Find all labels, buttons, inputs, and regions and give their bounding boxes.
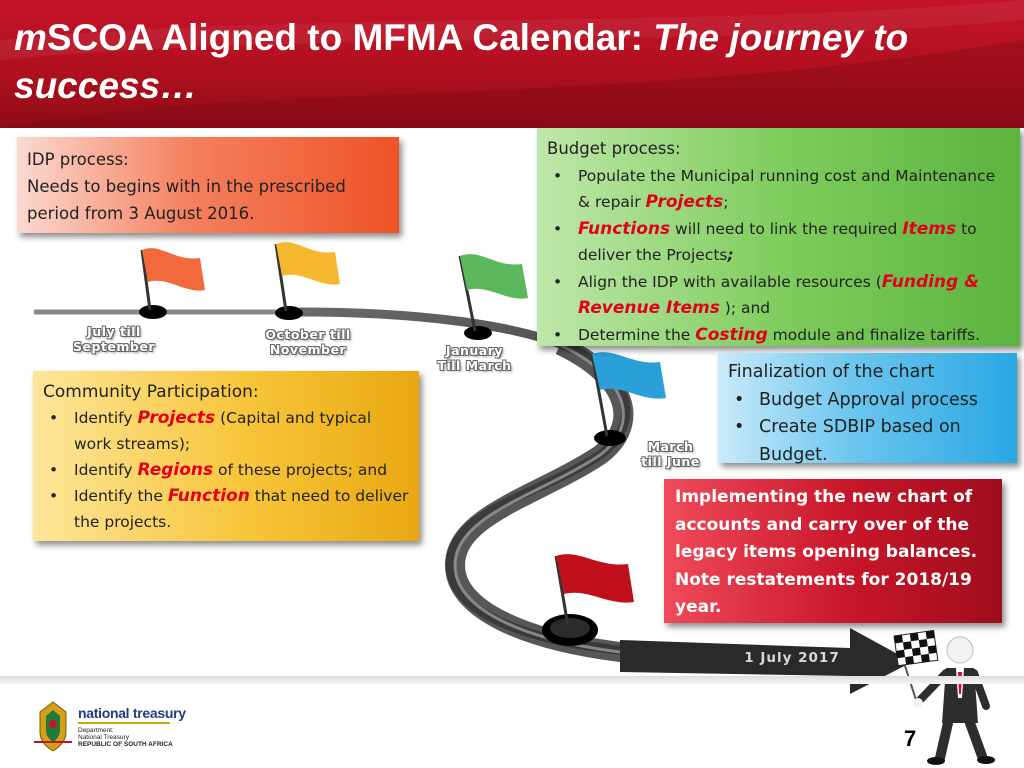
implementing-box: Implementing the new chart of accounts a… (664, 479, 1002, 623)
period-label-october-november: October till November (238, 327, 378, 357)
finalization-title: Finalization of the chart (728, 362, 935, 382)
businessman-checkered-flag (893, 629, 995, 765)
flag-icon (542, 554, 634, 646)
department-name: National Treasury (78, 734, 129, 741)
community-text: Identify (74, 409, 138, 427)
finalization-item: Budget Approval process (728, 387, 1007, 415)
keyword-items: Items (902, 218, 957, 239)
period-line: Till March (437, 358, 512, 373)
flag-icon (590, 352, 666, 446)
budget-text: Determine the (578, 325, 696, 344)
community-title: Community Participation: (43, 382, 259, 402)
finalization-box: Finalization of the chart Budget Approva… (718, 353, 1017, 465)
budget-text: ; (727, 246, 734, 264)
community-text: (Capital and typical work streams); (74, 409, 372, 453)
period-label-march-june: March till June (618, 439, 723, 469)
period-line: January (445, 343, 504, 358)
community-text: of these projects; and (213, 461, 388, 479)
budget-item: Determine the Costing module and finaliz… (547, 322, 1010, 349)
idp-line: Needs to begins with in the prescribed (27, 177, 346, 196)
flag-icon (274, 242, 340, 320)
period-line: October till (265, 327, 351, 342)
budget-text: ; (723, 193, 729, 211)
page-number: 7 (904, 726, 917, 751)
treasury-name: national treasury (78, 705, 186, 721)
keyword-projects: Projects (645, 192, 724, 212)
budget-item: Functions will need to link the required… (547, 216, 1010, 269)
budget-list: Populate the Municipal running cost and … (547, 163, 1010, 349)
budget-text: will need to link the required (670, 219, 903, 238)
keyword-regions: Regions (137, 460, 214, 480)
page-title: mSCOA Aligned to MFMA Calendar: The jour… (14, 14, 1014, 110)
treasury-underline (78, 722, 170, 724)
road-date-label: 1 July 2017 (744, 650, 840, 666)
header-banner (0, 0, 1024, 128)
flag-icon (139, 248, 205, 319)
coat-of-arms-icon (34, 701, 72, 752)
road-arrow (620, 628, 912, 694)
community-item: Identify Projects (Capital and typical w… (43, 405, 409, 457)
budget-item: Align the IDP with available resources (… (547, 269, 1010, 322)
community-text: Identify (74, 461, 138, 479)
period-label-january-march: January Till March (412, 343, 537, 373)
community-participation-box: Community Participation: Identify Projec… (33, 371, 419, 541)
department-label: Department: (78, 727, 114, 734)
budget-title: Budget process: (547, 139, 681, 158)
community-item: Identify the Function that need to deliv… (43, 483, 409, 535)
idp-line: IDP process: (27, 150, 129, 169)
budget-text: to deliver the Projects (578, 219, 977, 265)
header-swoosh (0, 0, 1024, 128)
checkered-flag-icon (893, 629, 939, 707)
keyword-projects: Projects (137, 408, 216, 428)
period-line: July till (87, 324, 141, 339)
keyword-functions: Functions (578, 218, 671, 239)
period-line: September (73, 339, 155, 354)
finalization-item: Create SDBIP based on Budget. (728, 414, 1007, 469)
flag-icon (458, 254, 528, 340)
finalization-list: Budget Approval process Create SDBIP bas… (728, 387, 1007, 470)
keyword-function: Function (167, 486, 250, 506)
period-label-july-september: July till September (44, 324, 184, 354)
budget-text: Populate the Municipal running cost and … (578, 166, 996, 212)
budget-text: module and finalize tariffs. (767, 325, 981, 344)
implementing-text: Implementing the new chart of accounts a… (675, 487, 978, 617)
community-item: Identify Regions of these projects; and (43, 457, 409, 483)
budget-process-box: Budget process: Populate the Municipal r… (537, 128, 1020, 349)
country-name: REPUBLIC OF SOUTH AFRICA (78, 741, 173, 748)
idp-process-box: IDP process: Needs to begins with in the… (17, 137, 399, 233)
community-text: that need to deliver the projects. (74, 487, 409, 531)
period-line: till June (641, 454, 700, 469)
keyword-costing: Costing (695, 324, 768, 345)
title-prefix: m (14, 17, 47, 58)
idp-line: period from 3 August 2016. (27, 204, 255, 223)
budget-text: Align the IDP with available resources ( (578, 272, 882, 291)
title-main: SCOA Aligned to MFMA Calendar: (46, 17, 654, 58)
community-list: Identify Projects (Capital and typical w… (43, 405, 409, 535)
keyword-funding-revenue: Funding & Revenue Items (578, 271, 979, 319)
road-highlight (453, 343, 801, 662)
community-text: Identify the (74, 487, 168, 505)
budget-text: ); and (719, 299, 771, 317)
period-line: November (269, 342, 347, 357)
title-italic: The journey to success… (14, 17, 909, 106)
budget-item: Populate the Municipal running cost and … (547, 163, 1010, 216)
footer-divider (0, 676, 1024, 684)
period-line: March (647, 439, 694, 454)
